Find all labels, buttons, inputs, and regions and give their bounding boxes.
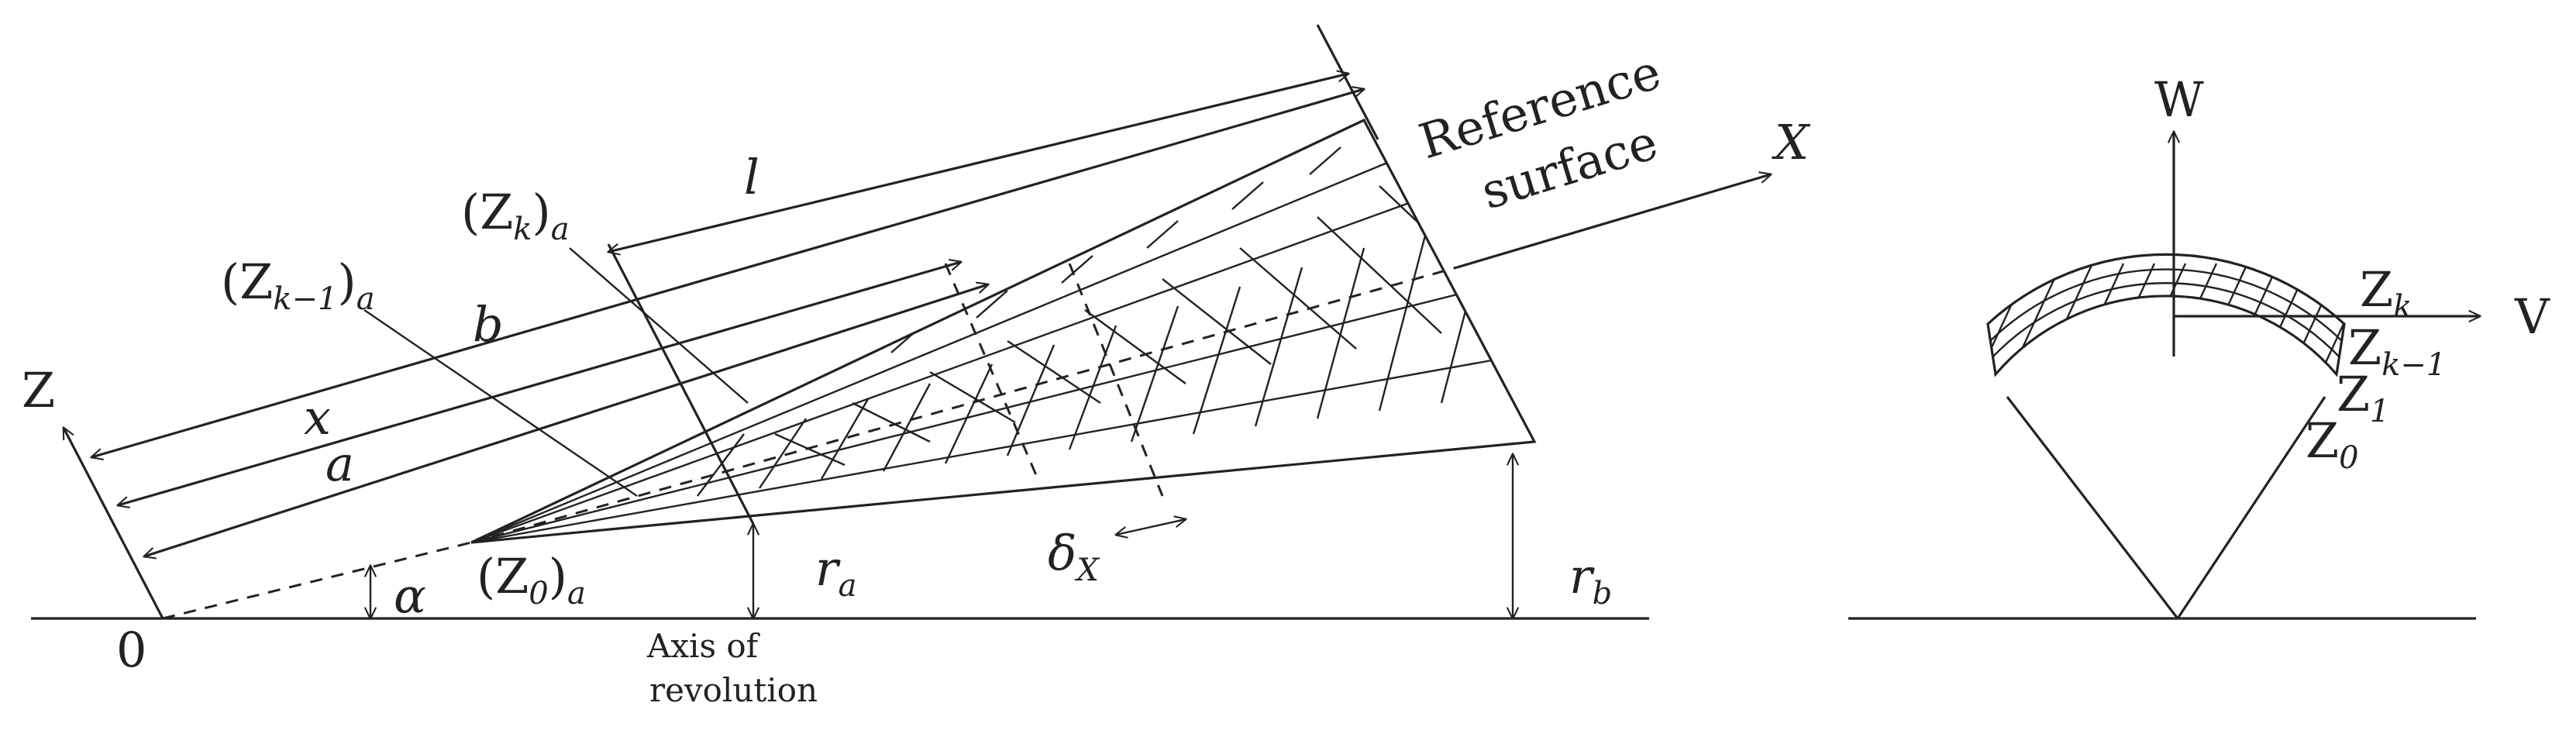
cone-right-side xyxy=(2176,396,2326,619)
dim-l-extension xyxy=(1316,24,1379,140)
z-axis-label: Z xyxy=(22,362,55,418)
x-axis-line xyxy=(1456,174,1771,269)
zk1-label: Zk−1 xyxy=(2348,319,2446,383)
dim-b-line xyxy=(91,89,1364,457)
axis-of-revolution-label-2: revolution xyxy=(649,671,818,709)
z1-label: Z1 xyxy=(2337,366,2390,429)
laminate-band-hatching xyxy=(1988,263,2344,365)
cone-left-side xyxy=(2006,396,2179,619)
dim-x-label: x xyxy=(304,389,331,446)
zk-label: Zk xyxy=(2360,261,2412,325)
delta-x-arrow xyxy=(1116,519,1186,535)
dim-b-label: b xyxy=(473,296,504,353)
z-axis-line xyxy=(64,428,164,619)
alpha-label: α xyxy=(394,567,426,624)
zka-label: (Zk)a xyxy=(461,184,570,247)
w-axis-label: W xyxy=(2154,71,2204,128)
laminate-band-outline xyxy=(1986,253,2346,377)
rb-label: rb xyxy=(1569,548,1612,611)
shell-wedge-outline xyxy=(470,118,1537,544)
dim-ra-extension xyxy=(607,243,755,525)
x-axis-label: X xyxy=(1772,114,1811,170)
zk1a-label: (Zk−1)a xyxy=(221,253,375,317)
origin-label: 0 xyxy=(116,622,146,678)
zka-leader xyxy=(569,247,749,404)
dim-l-label: l xyxy=(744,149,759,205)
z0a-label: (Z0)a xyxy=(477,548,586,611)
z0-label: Z0 xyxy=(2306,412,2359,476)
right-figure: W V Zk Zk−1 Z1 Z0 xyxy=(1848,71,2550,620)
v-axis-label: V xyxy=(2514,288,2550,345)
dim-l-line xyxy=(608,74,1348,252)
ra-label: ra xyxy=(815,540,857,604)
zk1a-leader xyxy=(363,309,638,497)
axis-of-revolution-label-1: Axis of xyxy=(646,627,761,665)
shell-hatching xyxy=(471,146,1520,542)
left-figure: Z 0 α xyxy=(22,24,1811,709)
delta-x-label: δX xyxy=(1048,525,1100,588)
